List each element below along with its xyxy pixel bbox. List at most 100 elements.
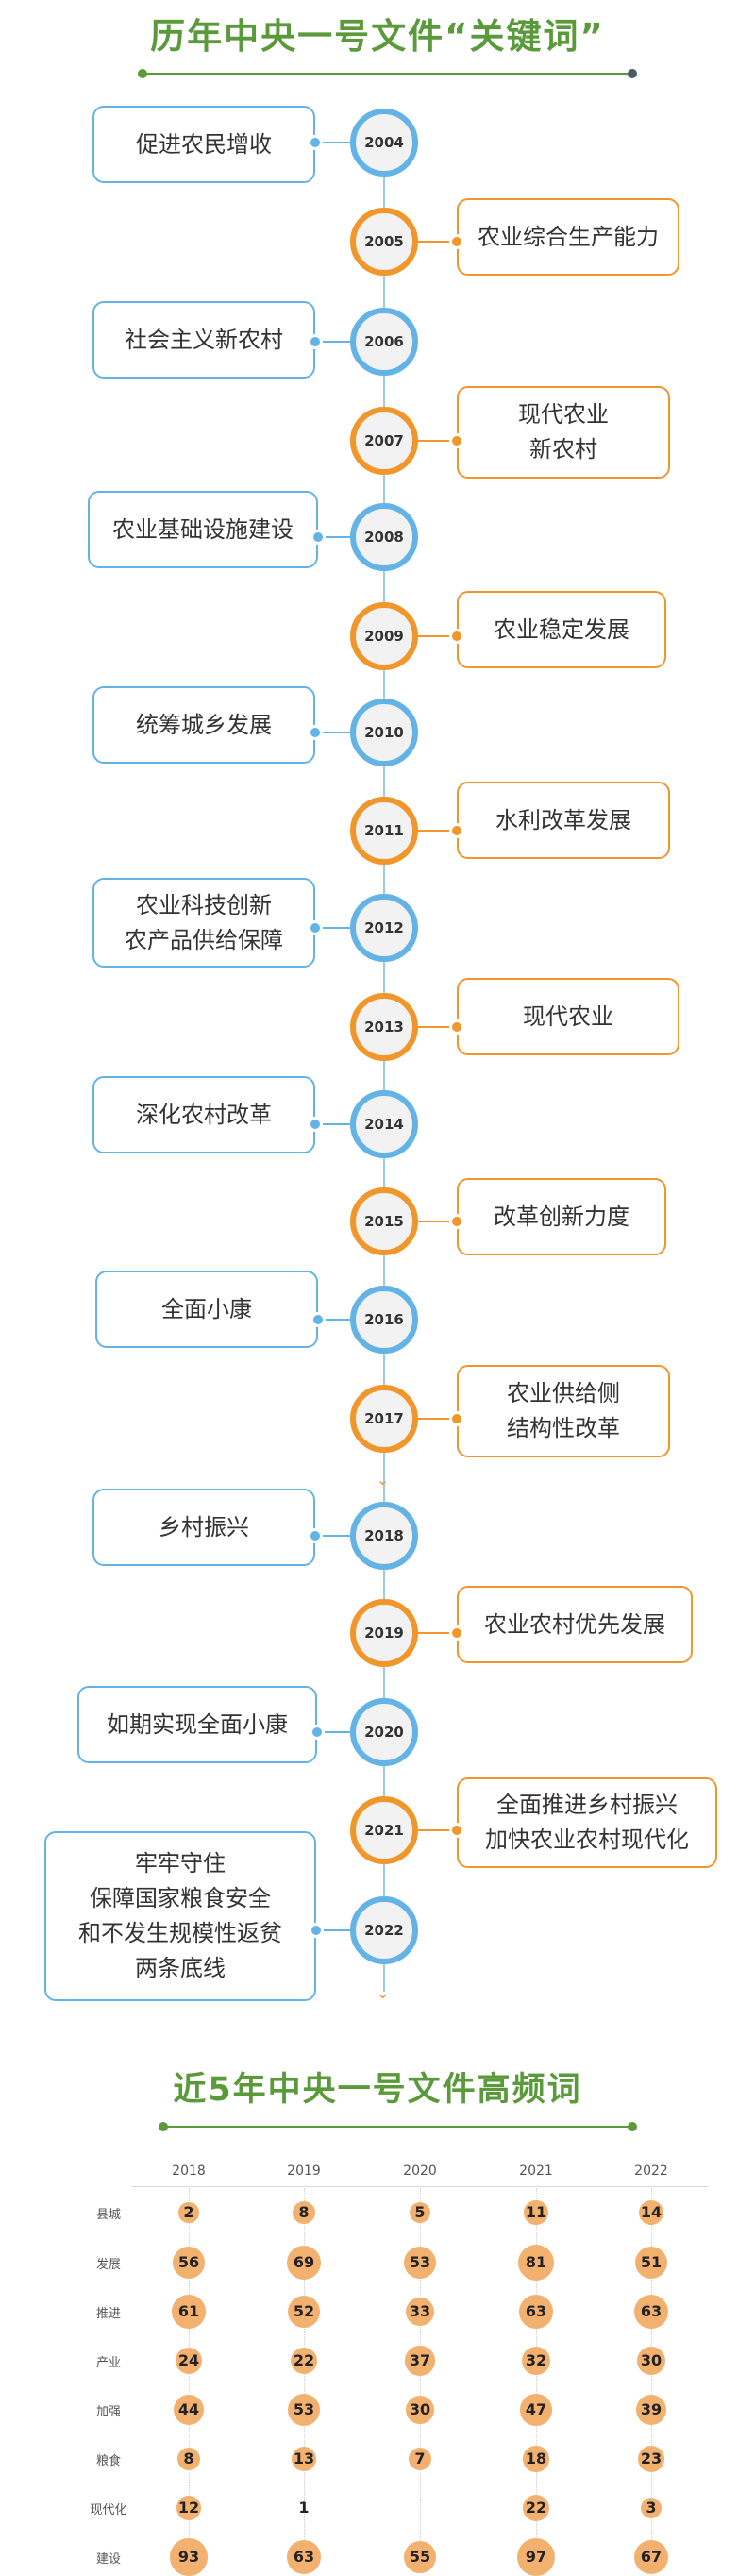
bubble [175,2347,203,2375]
bubble [405,2297,435,2327]
bubble-value: 2 [183,2203,194,2221]
bubble-value: 61 [177,2302,200,2320]
bubble-value: 52 [293,2302,315,2320]
bubble [409,2448,431,2470]
bubble-value: 56 [177,2253,200,2271]
keyword-box-2007: 现代农业 新农村 [457,386,670,479]
year-node-2007: 2007 [350,407,418,475]
keyword-box-2015: 改革创新力度 [457,1178,666,1255]
bubble [523,2446,549,2472]
row-label: 推进 [95,2307,121,2321]
bubble [172,2295,206,2329]
keyword-box-2006: 社会主义新农村 [92,301,315,379]
bubble-value: 11 [525,2203,547,2221]
row-label: 现代化 [90,2503,127,2517]
bubble-value: 93 [177,2548,200,2566]
keyword-box-2014: 深化农村改革 [92,1076,315,1153]
connector-dot-2022 [309,1923,324,1938]
row-label: 粮食 [95,2454,121,2468]
keyword-box-2020: 如期实现全面小康 [77,1686,317,1763]
year-node-2006: 2006 [350,308,418,376]
bubble-value: 63 [640,2302,663,2320]
connector-dot-2008 [310,530,326,545]
bubble [634,2295,668,2329]
column-guide [189,2188,190,2566]
year-node-2005: 2005 [350,208,418,276]
row-label: 产业 [95,2356,121,2370]
bubble-value: 63 [293,2548,315,2566]
connector-dot-2011 [449,823,464,838]
year-node-2018: 2018 [350,1502,418,1570]
keyword-box-2009: 农业稳定发展 [457,591,666,668]
chart-header-line [132,2186,708,2187]
bubble-value: 47 [525,2400,547,2418]
bubble-value: 22 [525,2499,547,2517]
connector-2019 [418,1632,457,1634]
connector-dot-2013 [449,1019,464,1035]
connector-2013 [418,1026,457,1028]
connector-2020 [317,1731,350,1733]
connector-2015 [418,1221,457,1222]
year-node-2017: 2017 [350,1385,418,1453]
bubble [517,2244,555,2281]
bubble [290,2347,318,2375]
bubble-value: 51 [640,2253,663,2271]
connector-dot-2007 [449,433,464,448]
keyword-box-2013: 现代农业 [457,978,680,1055]
year-label-2019: 2019 [287,2164,321,2179]
keyword-box-2012: 农业科技创新 农产品供给保障 [92,878,315,968]
year-node-2009: 2009 [350,602,418,670]
bubble-value: 1 [298,2499,310,2517]
bubble [405,2346,435,2376]
bubble-value: 55 [409,2548,431,2566]
bubble-value: 63 [525,2302,547,2320]
bubble-value: 8 [298,2203,310,2221]
bubble-value: 53 [293,2400,315,2418]
chart-underline-dot-left [159,2122,168,2131]
connector-2007 [418,440,457,442]
year-node-2019: 2019 [350,1599,418,1667]
connector-2017 [418,1418,457,1420]
connector-dot-2009 [449,629,464,644]
connector-dot-2015 [449,1214,464,1229]
connector-dot-2014 [308,1117,323,1132]
connector-dot-2019 [449,1625,464,1641]
row-label: 县城 [95,2208,121,2222]
year-node-2022: 2022 [350,1896,418,1964]
connector-2016 [318,1319,350,1321]
connector-2021 [418,1829,457,1831]
bubble [405,2395,435,2425]
year-label-2022: 2022 [634,2164,668,2179]
connector-dot-2005 [449,234,464,249]
connector-dot-2017 [449,1411,464,1426]
year-node-2008: 2008 [350,503,418,571]
connector-2022 [316,1929,350,1931]
year-node-2013: 2013 [350,993,418,1061]
connector-dot-2012 [308,920,323,935]
bubble [286,2245,322,2281]
down-chevron-icon: ⌄ [377,1984,390,2002]
bubble-value: 5 [414,2203,426,2221]
connector-dot-2018 [308,1528,323,1543]
bubble-value: 14 [640,2203,663,2221]
connector-dot-2006 [308,334,323,349]
bubble [637,2445,665,2473]
bubble [176,2447,201,2471]
bubble-value: 44 [177,2400,200,2418]
row-label: 建设 [95,2552,121,2567]
connector-2006 [315,341,350,343]
bubble [403,2246,437,2280]
keyword-box-2016: 全面小康 [95,1271,318,1348]
title-underline [142,73,632,75]
underline-dot-right [628,69,637,78]
connector-2011 [418,830,457,832]
year-label-2021: 2021 [519,2164,553,2179]
underline-dot-left [138,69,147,78]
bubble [287,2295,321,2329]
connector-2004 [315,142,350,143]
chart-title: 近5年中央一号文件高频词 [173,2071,582,2109]
keyword-box-2021: 全面推进乡村振兴 加快农业农村现代化 [457,1777,717,1868]
keyword-box-2010: 统筹城乡发展 [92,686,315,764]
bubble [524,2200,548,2225]
bubble-value: 69 [293,2253,315,2271]
